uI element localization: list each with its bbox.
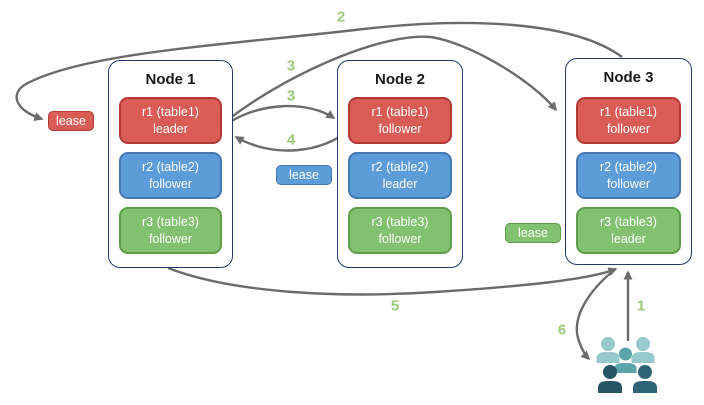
lease-badge-r2: lease bbox=[276, 165, 332, 185]
node-3-replica-r3: r3 (table3) leader bbox=[576, 207, 681, 254]
replica-role: leader bbox=[611, 231, 646, 246]
arrow-step-3-to-node2 bbox=[229, 104, 336, 124]
replica-role: follower bbox=[148, 176, 193, 191]
node-1-title: Node 1 bbox=[145, 71, 196, 88]
replica-role: follower bbox=[148, 231, 193, 246]
arrow-step-5 bbox=[167, 266, 618, 296]
node-2-replica-r3: r3 (table3) follower bbox=[348, 207, 452, 254]
replica-role: follower bbox=[606, 121, 651, 136]
replica-role: leader bbox=[153, 121, 188, 136]
lease-badge-r1: lease bbox=[48, 111, 94, 131]
users-icon bbox=[596, 337, 657, 393]
replica-name: r1 (table1) bbox=[142, 105, 199, 120]
person-icon bbox=[598, 365, 622, 393]
node-2-replica-r2: r2 (table2) leader bbox=[348, 152, 452, 199]
replica-name: r3 (table3) bbox=[600, 215, 657, 230]
replica-name: r2 (table2) bbox=[142, 160, 199, 175]
step-label-3b: 3 bbox=[286, 87, 296, 105]
step-label-5: 5 bbox=[390, 297, 400, 315]
node-2-title: Node 2 bbox=[374, 71, 425, 88]
node-3-replica-r1: r1 (table1) follower bbox=[576, 97, 681, 144]
step-label-2: 2 bbox=[336, 8, 346, 26]
node-1-replica-r1: r1 (table1) leader bbox=[119, 97, 222, 144]
node-1-box: Node 1 r1 (table1) leader r2 (table2) fo… bbox=[108, 60, 233, 268]
replica-role: leader bbox=[382, 176, 418, 191]
step-label-4: 4 bbox=[286, 131, 296, 149]
node-2-replica-r1: r1 (table1) follower bbox=[348, 97, 452, 144]
person-icon bbox=[631, 337, 655, 363]
replica-name: r2 (table2) bbox=[600, 160, 657, 175]
replica-name: r3 (table3) bbox=[142, 215, 199, 230]
lease-badge-r3: lease bbox=[505, 223, 561, 243]
step-label-1: 1 bbox=[636, 297, 646, 315]
replica-name: r1 (table1) bbox=[371, 105, 429, 120]
replica-role: follower bbox=[378, 121, 422, 136]
node-3-replica-r2: r2 (table2) follower bbox=[576, 152, 681, 199]
person-icon bbox=[596, 337, 620, 363]
node-1-replica-r2: r2 (table2) follower bbox=[119, 152, 222, 199]
node-2-box: Node 2 r1 (table1) follower r2 (table2) … bbox=[337, 60, 463, 268]
node-3-box: Node 3 r1 (table1) follower r2 (table2) … bbox=[565, 58, 692, 265]
person-icon bbox=[614, 347, 637, 373]
replica-role: follower bbox=[378, 231, 422, 246]
replica-name: r1 (table1) bbox=[600, 105, 657, 120]
step-label-3a: 3 bbox=[286, 57, 296, 75]
replica-role: follower bbox=[606, 176, 651, 191]
replica-name: r3 (table3) bbox=[371, 215, 429, 230]
replica-name: r2 (table2) bbox=[371, 160, 429, 175]
person-icon bbox=[633, 365, 657, 393]
step-label-6: 6 bbox=[557, 321, 567, 339]
node-3-title: Node 3 bbox=[603, 69, 654, 86]
node-1-replica-r3: r3 (table3) follower bbox=[119, 207, 222, 254]
